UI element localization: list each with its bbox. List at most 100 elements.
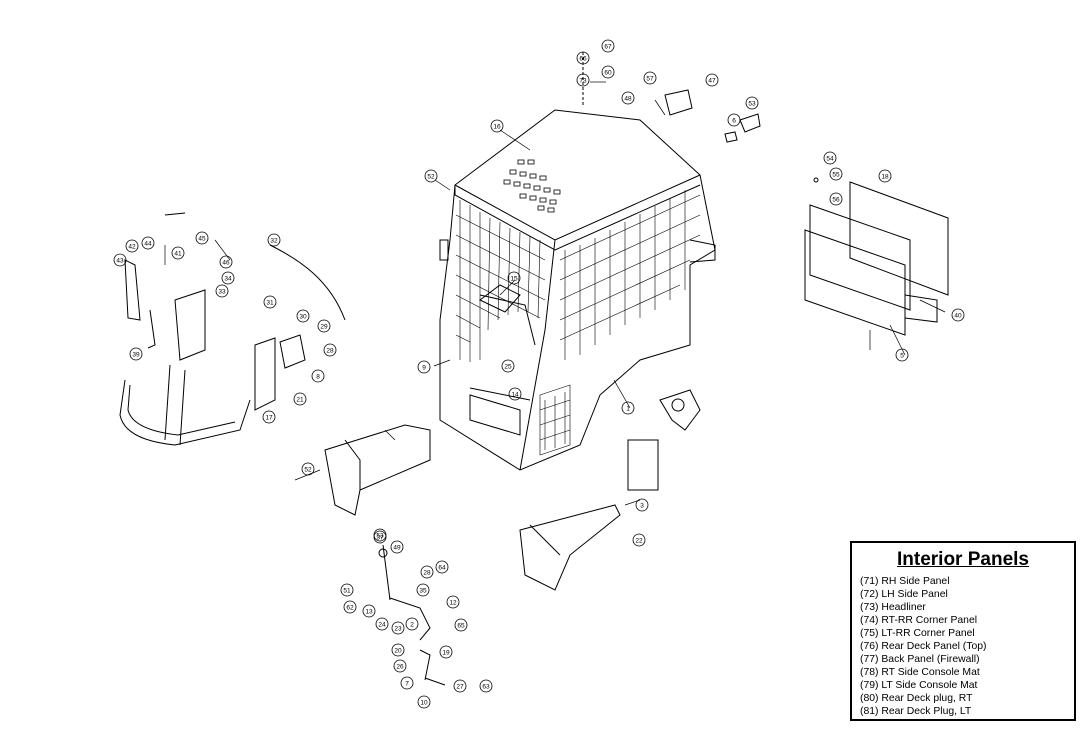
callout-circle: [435, 560, 449, 574]
callout-circle: [390, 540, 404, 554]
callout-number: 16: [493, 123, 501, 130]
legend-item: (78) RT Side Console Mat: [860, 667, 980, 678]
callout-circle: [745, 96, 759, 110]
callout-circle: [878, 169, 892, 183]
callout-number: 48: [624, 95, 632, 102]
callout-number: 37: [376, 534, 384, 541]
callout-number: 25: [504, 363, 512, 370]
callout-circle: [454, 618, 468, 632]
callout-number: 12: [449, 599, 457, 606]
callout-circle: [263, 295, 277, 309]
callout-number: 5: [900, 352, 904, 359]
callout-circle: [195, 231, 209, 245]
callout-circle: [113, 253, 127, 267]
callout-circle: [317, 319, 331, 333]
callout-circle: [576, 73, 590, 87]
callout-circle: [601, 65, 615, 79]
callout-circle: [391, 643, 405, 657]
console-lower-right: [519, 439, 659, 591]
callout-circle: [405, 617, 419, 631]
callout-number: 32: [270, 237, 278, 244]
legend-item: (80) Rear Deck plug, RT: [860, 693, 973, 704]
callout-circle: [601, 39, 615, 53]
callout-circle: [129, 347, 143, 361]
callout-number: 49: [393, 544, 401, 551]
callout-number: 28: [326, 347, 334, 354]
interior-panels: [804, 177, 949, 336]
callout-number: 6: [732, 117, 736, 124]
callout-circle: [829, 167, 843, 181]
pedal-linkage: [378, 544, 446, 686]
callout-circle: [417, 695, 431, 709]
legend-title: Interior Panels: [897, 549, 1029, 570]
callout-number: 28: [423, 569, 431, 576]
callout-circle: [507, 271, 521, 285]
legend-item: (77) Back Panel (Firewall): [860, 654, 980, 665]
callout-number: 46: [222, 259, 230, 266]
callout-number: 57: [646, 75, 654, 82]
callout-circle: [171, 246, 185, 260]
callout-number: 24: [378, 621, 386, 628]
callout-circle: [439, 645, 453, 659]
callout-number: 63: [482, 683, 490, 690]
callout-number: 1: [626, 405, 630, 412]
callout-circle: [219, 255, 233, 269]
callout-circle: [508, 387, 522, 401]
callout-number: 18: [881, 173, 889, 180]
callout-circle: [296, 309, 310, 323]
callout-number: 35: [419, 587, 427, 594]
callout-circle: [267, 233, 281, 247]
legend-item: (71) RH Side Panel: [860, 576, 950, 587]
legend-item: (75) LT-RR Corner Panel: [860, 628, 975, 639]
callout-circle: [340, 583, 354, 597]
legend-item: (72) LH Side Panel: [860, 589, 948, 600]
callout-number: 45: [198, 235, 206, 242]
callout-number: 47: [708, 77, 716, 84]
callout-number: 51: [343, 587, 351, 594]
callout-circle: [373, 528, 387, 542]
callout-circle: [895, 348, 909, 362]
legend-item: (81) Rear Deck Plug, LT: [860, 706, 972, 717]
bracket-right: [659, 389, 701, 431]
callout-number: 19: [442, 649, 450, 656]
callout-circle: [343, 600, 357, 614]
callout-circle: [391, 621, 405, 635]
callout-circle: [479, 679, 493, 693]
callout-circle: [125, 239, 139, 253]
callout-number: 67: [604, 43, 612, 50]
callout-circle: [823, 151, 837, 165]
callout-circle: [424, 169, 438, 183]
callout-number: 53: [748, 100, 756, 107]
callout-circle: [375, 617, 389, 631]
callout-number: 56: [832, 196, 840, 203]
callout-number: 13: [365, 608, 373, 615]
callout-circle: [501, 359, 515, 373]
interior-panels-legend: Interior Panels (71) RH Side Panel (72) …: [850, 541, 1076, 721]
callout-circle: [576, 51, 590, 65]
callout-number: 54: [826, 155, 834, 162]
callout-circle: [643, 71, 657, 85]
callout-circle: [453, 679, 467, 693]
callout-circle: [323, 343, 337, 357]
callout-number: 15: [510, 275, 518, 282]
cab-assembly: [439, 109, 716, 471]
callout-number: 17: [265, 414, 273, 421]
legend-item: (79) LT Side Console Mat: [860, 680, 978, 691]
callout-number: 66: [579, 55, 587, 62]
callout-circle: [727, 113, 741, 127]
callout-number: 27: [456, 683, 464, 690]
legend-item: (73) Headliner: [860, 602, 926, 613]
legend-item: (74) RT-RR Corner Panel: [860, 615, 978, 626]
callout-number: 30: [299, 313, 307, 320]
callout-number: 39: [132, 351, 140, 358]
callout-circle: [400, 676, 414, 690]
callout-number: 10: [420, 699, 428, 706]
callout-circle: [311, 369, 325, 383]
callout-number: 14: [511, 391, 519, 398]
callout-circle: [705, 73, 719, 87]
callout-circle: [621, 401, 635, 415]
callout-circle: [416, 583, 430, 597]
callout-number: 60: [604, 69, 612, 76]
callout-circle: [829, 192, 843, 206]
